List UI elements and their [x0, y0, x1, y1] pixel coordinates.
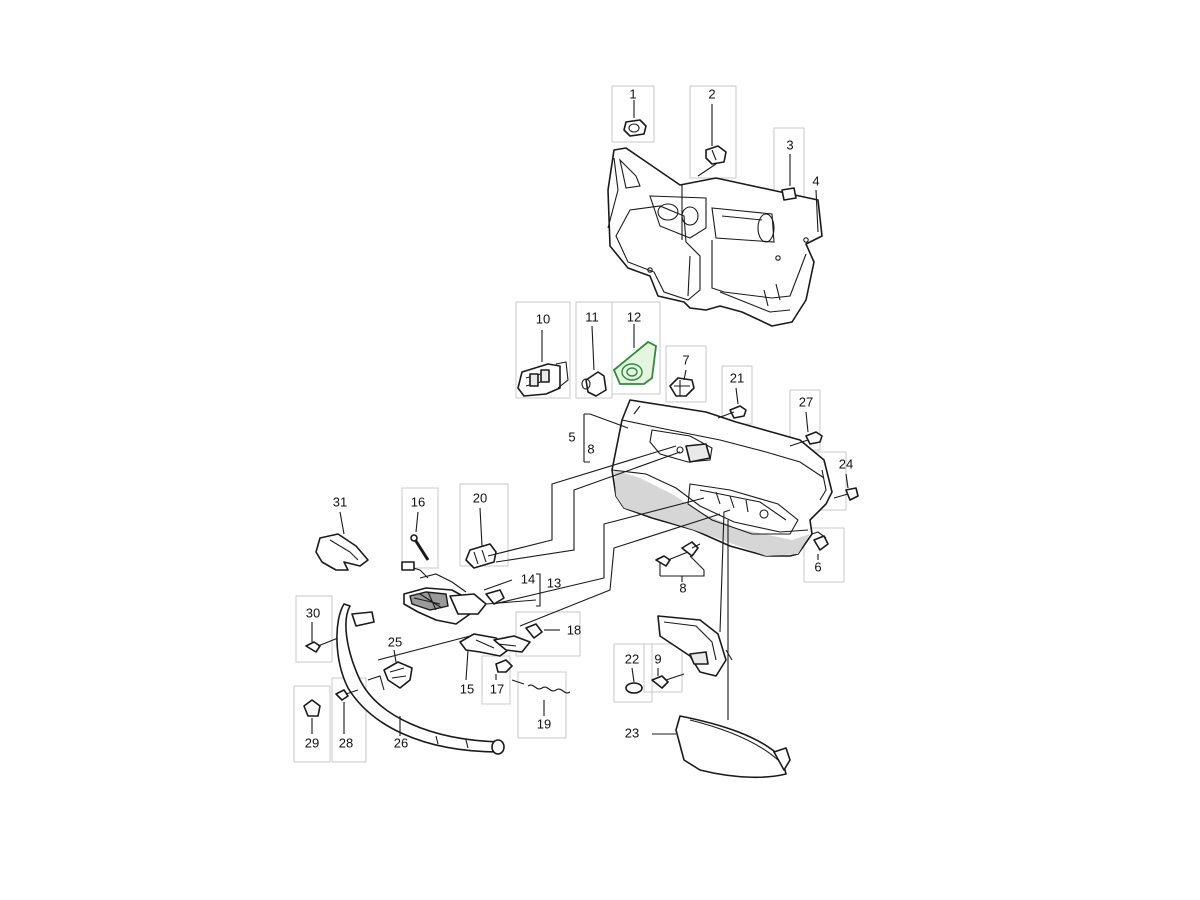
label-15: 15: [460, 681, 474, 696]
part-18-clip: [525, 623, 560, 639]
label-1: 1: [629, 86, 636, 101]
part-15-lever: [459, 633, 531, 681]
label-31: 31: [333, 494, 347, 509]
door-trim-panel: [611, 399, 833, 557]
part-19-spring: [511, 679, 571, 716]
part-frames: [293, 85, 847, 763]
label-7: 7: [682, 352, 689, 367]
part-10-window-switch: [517, 330, 569, 397]
label-11: 11: [585, 309, 599, 324]
label-17: 17: [490, 681, 504, 696]
part-8-screws: [655, 541, 705, 582]
label-29: 29: [305, 735, 319, 750]
assembly-guide-lines: [377, 445, 731, 720]
part-7-clip: [669, 369, 695, 397]
label-2: 2: [708, 86, 715, 101]
part-9-screw: [651, 668, 685, 689]
part-6-clip: [811, 531, 829, 560]
part-25-bracket: [383, 649, 413, 689]
label-27: 27: [799, 394, 813, 409]
label-5: 5: [568, 429, 575, 444]
part-16-pin: [410, 511, 430, 561]
part-17-clip: [495, 659, 513, 680]
label-18: 18: [567, 622, 581, 637]
label-23: 23: [625, 725, 639, 740]
label-30: 30: [306, 605, 320, 620]
part-26-grab-handle: [336, 603, 505, 755]
label-6: 6: [814, 559, 821, 574]
part-28-screw: [335, 689, 359, 734]
label-10: 10: [536, 311, 550, 326]
label-28: 28: [339, 735, 353, 750]
label-24: 24: [839, 456, 853, 471]
part-30-screw: [305, 622, 339, 653]
part-3-nut: [781, 154, 797, 201]
part-5-8-bracket: [583, 413, 629, 463]
label-8-top: 8: [587, 441, 594, 456]
label-16: 16: [411, 494, 425, 509]
part-23-armrest: [652, 715, 791, 779]
label-26: 26: [394, 735, 408, 750]
label-22: 22: [625, 651, 639, 666]
label-13: 13: [547, 575, 561, 590]
label-25: 25: [388, 634, 402, 649]
label-19: 19: [537, 716, 551, 731]
label-8-bottom: 8: [679, 580, 686, 595]
part-2-bracket: [697, 104, 727, 177]
part-labels: 1 2 3 4 10 11 12 7 21 27 5 8 24 6 8 31 1…: [305, 86, 853, 750]
label-3: 3: [786, 137, 793, 152]
part-12-cover-highlighted: [612, 324, 657, 385]
label-14: 14: [521, 571, 535, 586]
label-20: 20: [473, 490, 487, 505]
part-22-cap: [625, 667, 643, 694]
part-11-knob: [581, 325, 607, 397]
part-20-connector: [465, 507, 497, 569]
part-13-handle-mechanism: [401, 561, 541, 625]
label-9: 9: [654, 651, 661, 666]
part-1-clip: [623, 100, 647, 137]
door-inner-panel: [607, 147, 823, 327]
part-27-screw: [789, 411, 823, 447]
part-23-armrest-cover: [657, 615, 733, 677]
label-4: 4: [812, 173, 819, 188]
part-29-clip: [303, 699, 321, 734]
label-21: 21: [730, 370, 744, 385]
part-4-leader: [815, 189, 819, 233]
label-12: 12: [627, 309, 641, 324]
part-21-screw: [717, 387, 747, 419]
part-31-escutcheon: [315, 511, 369, 571]
part-24-screw: [833, 473, 859, 501]
